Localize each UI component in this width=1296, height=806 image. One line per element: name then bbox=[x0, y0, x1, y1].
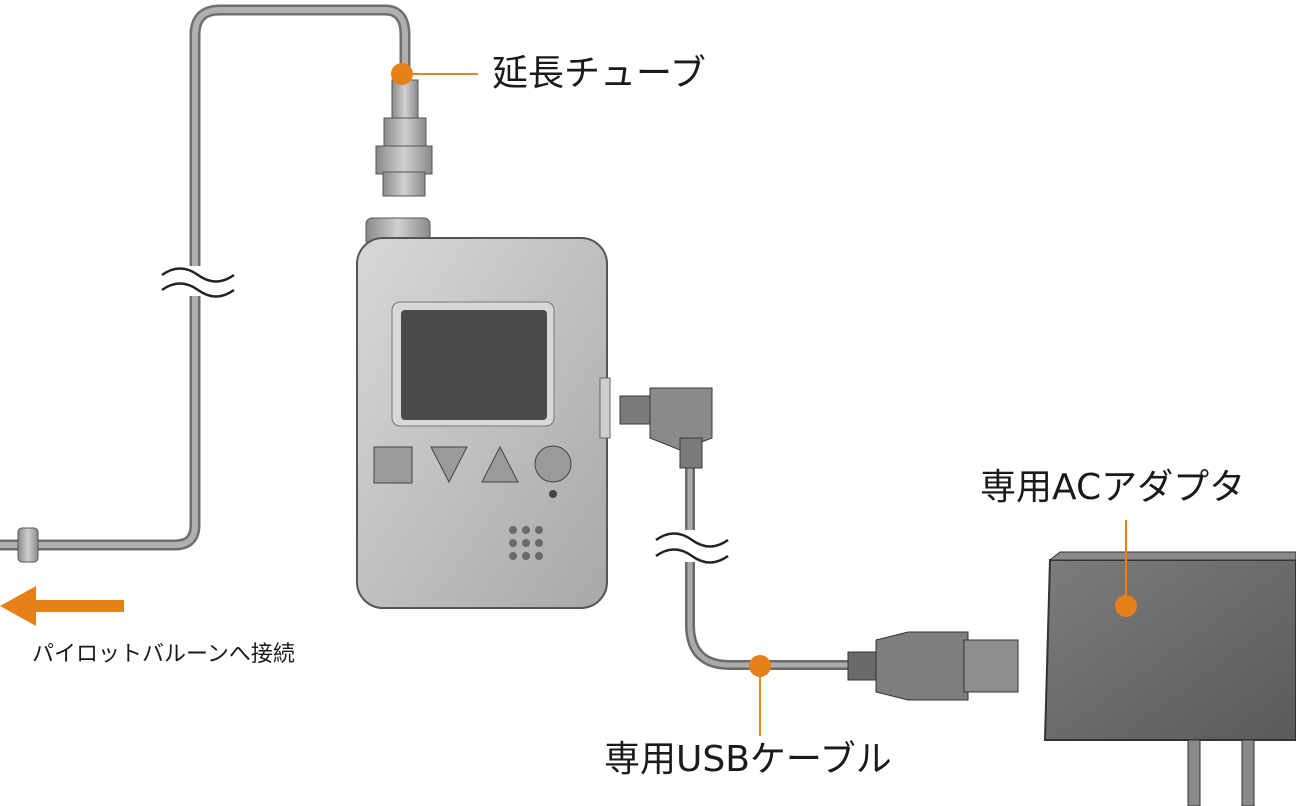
monitor-device bbox=[356, 217, 611, 609]
round-button-icon bbox=[534, 445, 572, 483]
callout-dot-icon bbox=[391, 63, 413, 85]
down-triangle-button-icon bbox=[430, 446, 468, 484]
callout-dot-icon bbox=[1115, 595, 1137, 617]
ac-adapter-label: 専用ACアダプタ bbox=[980, 467, 1246, 508]
ac-adapter bbox=[1043, 551, 1296, 806]
extension-tube bbox=[0, 4, 433, 563]
up-triangle-button-icon bbox=[481, 445, 519, 483]
speaker-grille-icon bbox=[509, 526, 543, 560]
pilot-balloon-label: パイロットバルーンへ接続 bbox=[32, 642, 295, 667]
extension-tube-label: 延長チューブ bbox=[492, 53, 706, 94]
wavy-break-icon bbox=[654, 530, 730, 564]
arrow-left-icon bbox=[0, 586, 124, 626]
indicator-led-icon bbox=[549, 490, 557, 498]
wavy-break-icon bbox=[160, 266, 236, 298]
usb-cable-label: 専用USBケーブル bbox=[604, 739, 892, 780]
callout-dot-icon bbox=[749, 655, 771, 677]
usb-cable bbox=[619, 387, 1019, 701]
square-button-icon bbox=[373, 446, 413, 484]
callouts bbox=[391, 63, 1137, 736]
device-screen bbox=[401, 310, 547, 420]
